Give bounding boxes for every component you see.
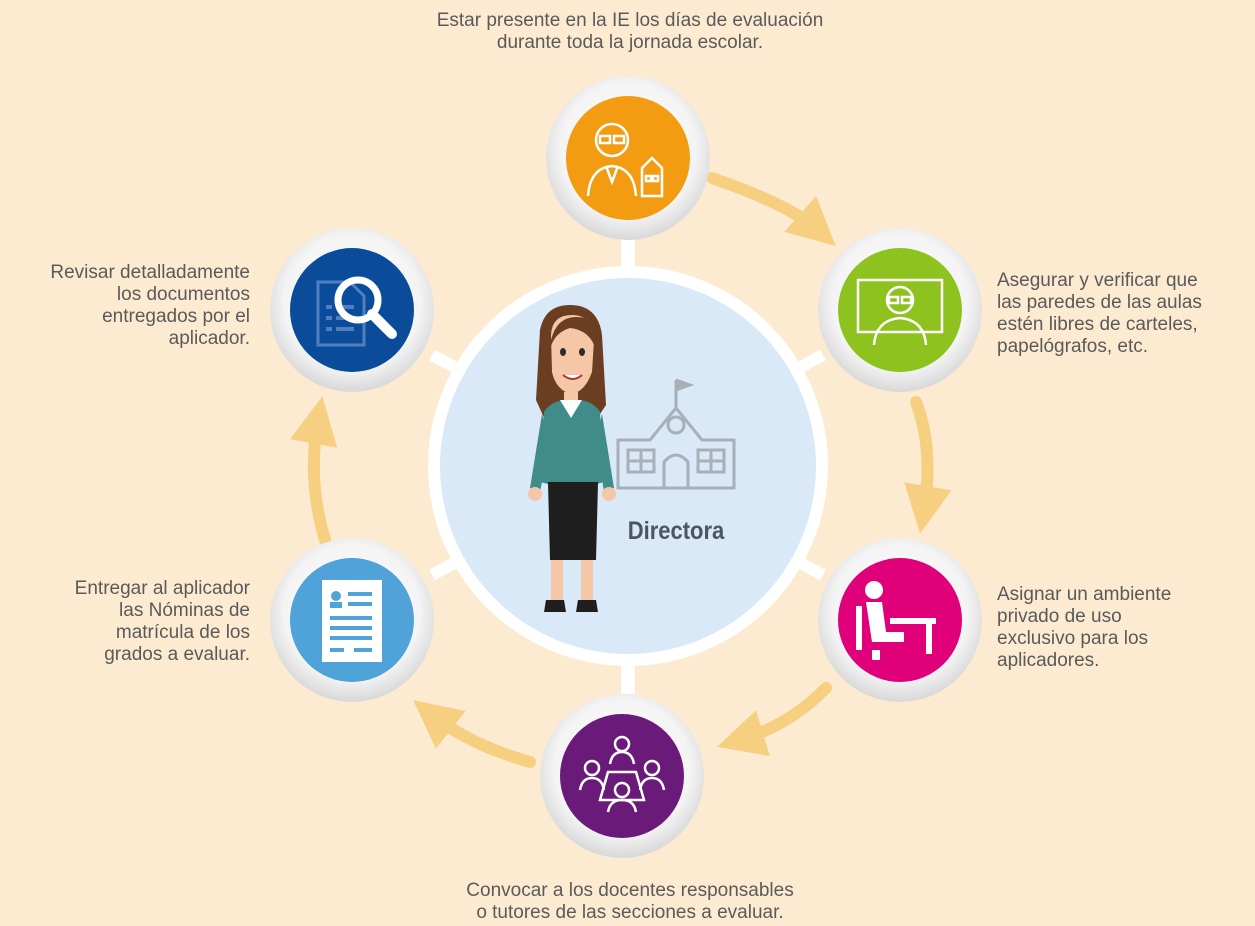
arrow-right-to-bottom — [717, 682, 832, 757]
step-top-text: Estar presente en la IE los días de eval… — [330, 10, 930, 54]
step-right-lower-line: Asignar un ambiente — [997, 584, 1172, 605]
arrow-bottom-to-left — [413, 700, 536, 768]
step-left-lower-line: Entregar al aplicador — [74, 578, 250, 599]
step-left-upper-line: Revisar detalladamente — [50, 262, 250, 283]
center-role-label: Directora — [627, 517, 725, 545]
meeting-group-icon — [578, 735, 666, 813]
school-building-icon — [616, 378, 736, 490]
teacher-board-icon — [856, 278, 944, 346]
step-right-upper-badge — [818, 228, 982, 392]
step-top-line: durante toda la jornada escolar. — [496, 32, 764, 53]
step-left-lower-line: las Nóminas de — [119, 600, 250, 621]
arrow-right-down — [904, 396, 952, 534]
step-right-upper-line: papelógrafos, etc. — [997, 336, 1149, 357]
step-top-line: Estar presente en la IE los días de eval… — [436, 10, 824, 31]
step-left-lower-line: matrícula de los — [115, 622, 250, 643]
step-right-upper-line: estén libres de carteles, — [997, 314, 1198, 335]
step-right-lower-text: Asignar un ambiente privado de uso exclu… — [997, 584, 1255, 672]
step-right-lower-line: aplicadores. — [997, 650, 1100, 671]
step-right-upper-line: las paredes de las aulas — [997, 292, 1202, 313]
step-bottom-line: o tutores de las secciones a evaluar. — [476, 902, 784, 923]
step-left-lower-badge — [270, 538, 434, 702]
step-bottom-badge — [540, 694, 704, 858]
step-left-lower-text: Entregar al aplicador las Nóminas de mat… — [0, 578, 250, 666]
person-at-desk-icon — [856, 581, 936, 660]
step-top-badge — [546, 76, 710, 240]
step-right-lower-line: privado de uso — [997, 606, 1122, 627]
step-left-upper-text: Revisar detalladamente los documentos en… — [0, 262, 250, 350]
arrow-top-to-right — [706, 172, 836, 246]
step-right-lower-line: exclusivo para los — [997, 628, 1149, 649]
document-search-icon — [316, 276, 397, 347]
step-left-upper-line: los documentos — [116, 284, 250, 305]
step-bottom-line: Convocar a los docentes responsables — [466, 880, 794, 901]
step-left-upper-line: aplicador. — [168, 328, 250, 349]
step-left-upper-badge — [270, 228, 434, 392]
director-figure — [528, 305, 616, 612]
cycle-arrows — [290, 172, 952, 768]
step-left-upper-line: entregados por el — [102, 306, 250, 327]
step-left-lower-line: grados a evaluar. — [104, 644, 250, 665]
step-right-upper-line: Asegurar y verificar que — [997, 270, 1198, 291]
step-right-lower-badge — [818, 538, 982, 702]
step-bottom-text: Convocar a los docentes responsables o t… — [330, 880, 930, 924]
document-list-icon — [322, 580, 382, 662]
step-right-upper-text: Asegurar y verificar que las paredes de … — [997, 270, 1255, 358]
teacher-school-icon — [586, 122, 664, 198]
arrow-left-up — [290, 396, 338, 546]
